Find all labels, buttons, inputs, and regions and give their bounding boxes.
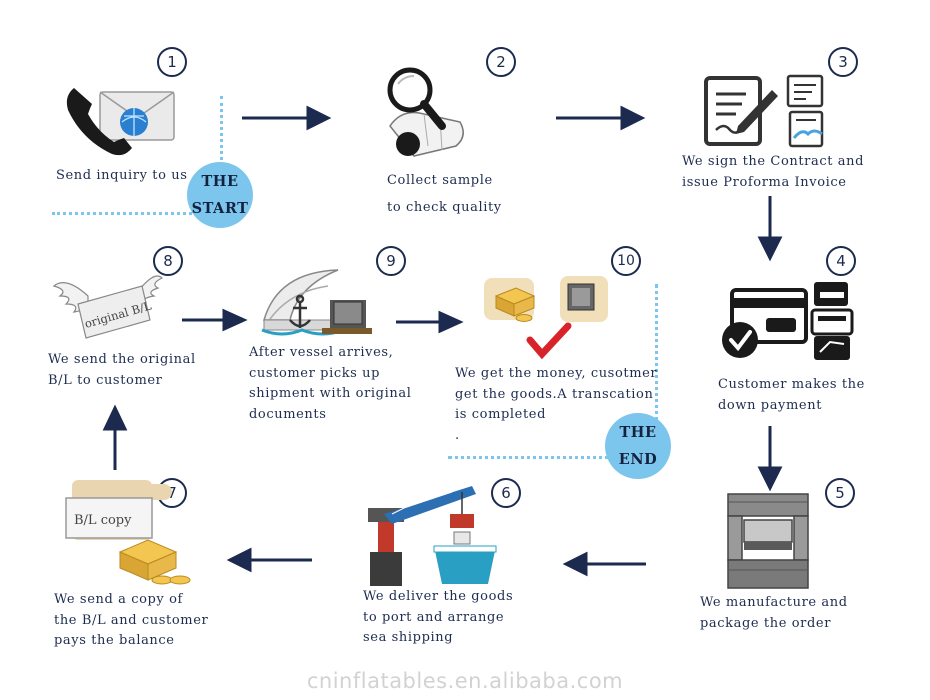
payment-card-icon — [722, 282, 854, 360]
step-5-caption: We manufacture and package the order — [700, 595, 848, 631]
end-badge-line2: END — [618, 451, 658, 468]
step-7-caption: We send a copy of the B/L and customer p… — [54, 592, 209, 648]
bl-copy-label: B/L copy — [74, 513, 132, 528]
anchor-icon — [289, 294, 311, 328]
step-3-caption: We sign the Contract and issue Proforma … — [682, 154, 865, 190]
step-2-number: 2 — [486, 47, 516, 77]
press-machine-icon — [727, 493, 809, 589]
start-badge: THE START — [187, 162, 253, 228]
step-1-number: 1 — [157, 47, 187, 77]
step-9-caption: After vessel arrives, customer picks up … — [249, 345, 412, 422]
step-9-number: 9 — [376, 246, 406, 276]
end-badge: THE END — [605, 413, 671, 479]
arrow-6-to-7 — [226, 547, 312, 573]
start-dotted-line-horizontal — [52, 212, 222, 215]
step-10-caption: We get the money, cusotmer get the goods… — [455, 366, 658, 443]
arrow-4-to-5 — [757, 426, 783, 492]
gold-bundle-icon — [118, 539, 191, 585]
end-badge-line1: THE — [619, 424, 657, 441]
bl-copy-money-icon: B/L copy — [65, 480, 191, 585]
gold-bars-icon — [494, 287, 536, 322]
vessel-pickup-icon — [261, 269, 372, 336]
phone-envelope-icon — [66, 88, 175, 156]
step-4-number: 4 — [826, 246, 856, 276]
contract-sign-icon — [704, 74, 824, 148]
step-1-caption: Send inquiry to us — [56, 168, 188, 183]
end-dotted-line-horizontal — [448, 456, 658, 459]
start-dotted-line-vertical — [220, 96, 223, 214]
arrow-5-to-6 — [562, 551, 646, 577]
deal-complete-icon — [484, 276, 608, 360]
step-6-number: 6 — [491, 478, 521, 508]
step-8-number: 8 — [153, 246, 183, 276]
start-badge-line2: START — [191, 200, 249, 217]
step-4-caption: Customer makes the down payment — [718, 377, 865, 413]
step-2-caption: Collect sample to check quality — [387, 173, 502, 215]
start-badge-line1: THE — [201, 173, 239, 190]
arrow-3-to-4 — [757, 196, 783, 262]
step-6-caption: We deliver the goods to port and arrange… — [363, 589, 514, 645]
arrow-8-to-9 — [182, 308, 248, 332]
crane-ship-icon — [368, 486, 497, 586]
watermark: cninflatables.en.alibaba.com — [306, 669, 624, 693]
arrow-9-to-10 — [396, 310, 464, 334]
arrow-7-to-8 — [102, 404, 128, 470]
magnifier-sample-icon — [387, 67, 464, 157]
arrow-1-to-2 — [242, 105, 332, 131]
arrow-2-to-3 — [556, 105, 646, 131]
step-5-number: 5 — [825, 478, 855, 508]
winged-bl-icon: original B/L — [52, 275, 164, 339]
end-dotted-line-vertical — [655, 284, 658, 458]
step-3-number: 3 — [828, 47, 858, 77]
step-10-number: 10 — [611, 246, 641, 276]
step-8-caption: We send the original B/L to customer — [48, 352, 196, 388]
